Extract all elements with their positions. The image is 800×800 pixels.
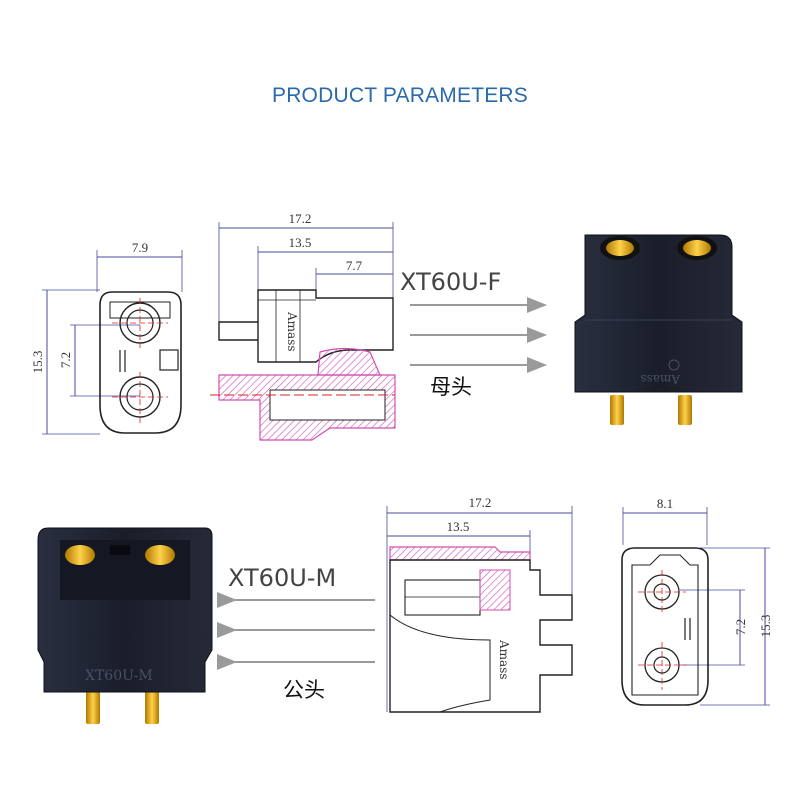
female-side-section: 17.2 13.5 7.7 Amass — [210, 211, 396, 441]
page-title: PRODUCT PARAMETERS — [271, 84, 529, 107]
male-arrows — [217, 592, 375, 670]
female-side-short-label: 7.7 — [346, 258, 363, 273]
male-front-width-label: 8.1 — [657, 496, 673, 511]
female-front-width-label: 7.9 — [132, 240, 148, 255]
female-arrows — [410, 297, 547, 373]
male-body-text: XT60U-M — [85, 668, 153, 684]
female-model-label: XT60U-F — [400, 268, 501, 296]
male-cn-label: 公头 — [283, 678, 325, 702]
male-front-view: 8.1 15.3 7.2 — [621, 496, 773, 706]
male-front-height-label: 15.3 — [758, 615, 773, 638]
female-front-view: 7.9 15.3 7.2 — [30, 240, 183, 435]
male-side-total-label: 17.2 — [469, 495, 492, 510]
female-front-pitch-label: 7.2 — [58, 352, 73, 368]
female-cn-label: 母头 — [430, 375, 472, 399]
female-side-mid-label: 13.5 — [289, 235, 312, 250]
male-side-section: 17.2 13.5 Amass — [386, 495, 573, 713]
female-connector-image: Amass — [574, 234, 743, 425]
male-front-pitch-label: 7.2 — [733, 619, 748, 635]
male-model-label: XT60U-M — [228, 564, 336, 592]
female-side-brand: Amass — [285, 311, 299, 352]
male-connector-image: XT60U-M — [37, 527, 213, 724]
male-side-brand: Amass — [497, 639, 511, 680]
female-front-height-label: 15.3 — [30, 351, 45, 374]
male-side-mid-label: 13.5 — [447, 519, 470, 534]
female-photo-brand: Amass — [640, 372, 681, 386]
female-side-total-label: 17.2 — [289, 211, 312, 226]
